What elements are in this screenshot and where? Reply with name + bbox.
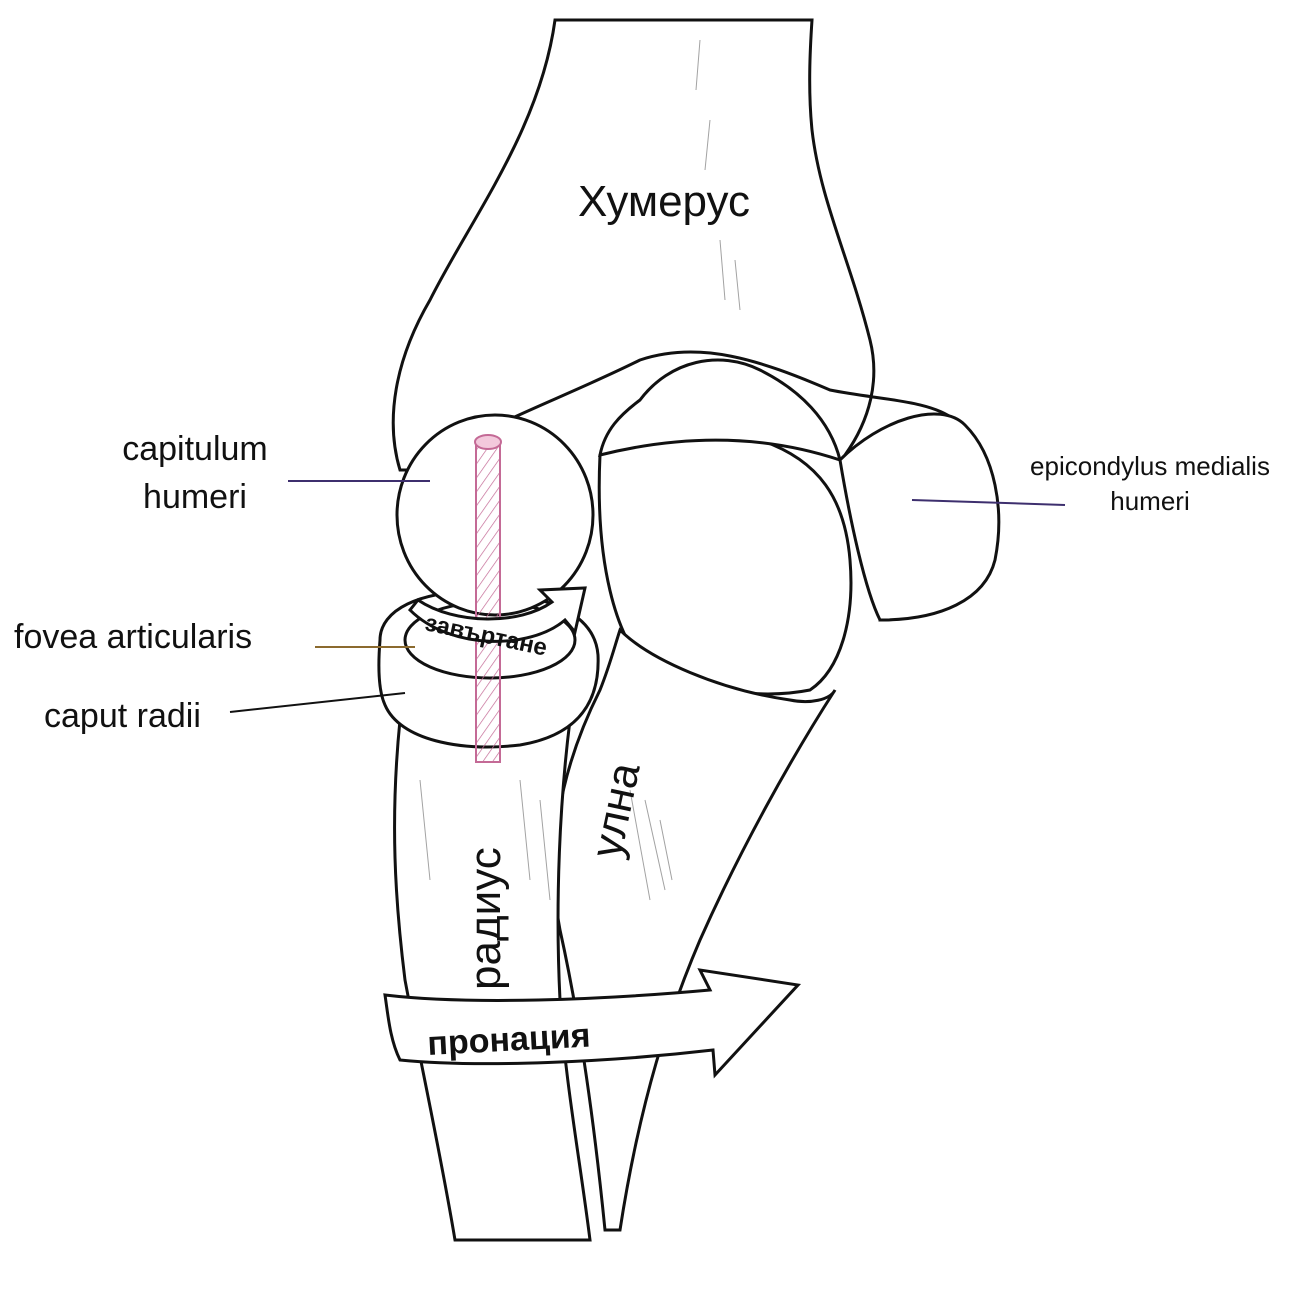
radius-label: радиус [461,847,510,990]
capitulum-label-line1: capitulum [122,430,268,468]
fovea-label: fovea articularis [14,618,252,656]
epicondylus-label-line2: humeri [1110,486,1189,516]
epicondylus-label-line1: epicondylus medialis [1030,451,1270,481]
epicondylus-medialis [840,414,999,620]
capitulum-label-line2: humeri [143,478,247,516]
rotation-axis-rod [475,435,501,762]
humerus-label: Хумерус [578,177,750,226]
caput-label: caput radii [44,697,201,735]
caput-leader-line [230,693,405,712]
ulna-bone [554,630,835,1230]
